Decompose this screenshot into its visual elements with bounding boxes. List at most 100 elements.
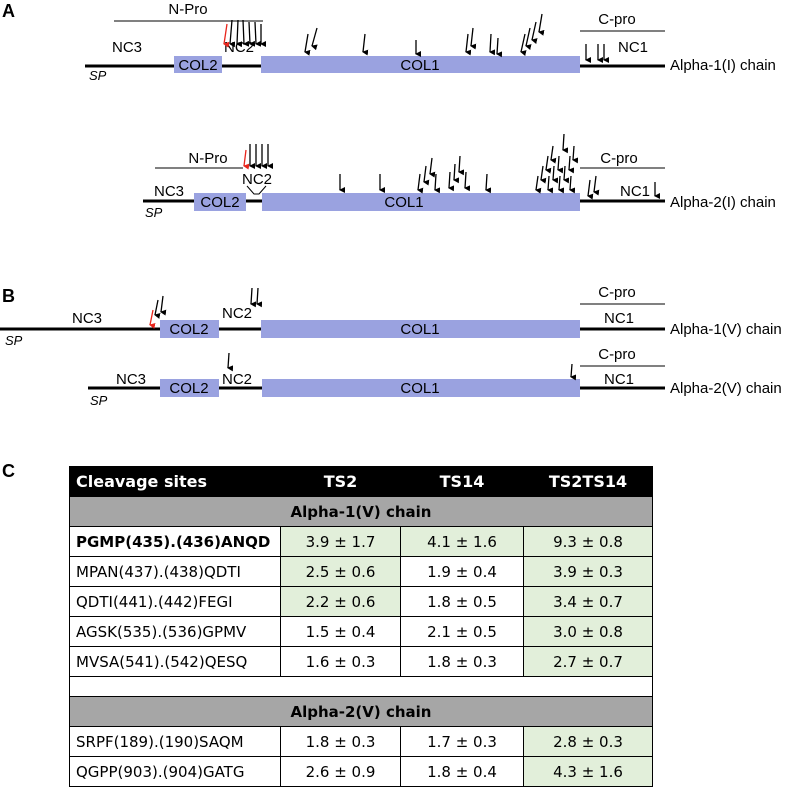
cleavage-arrow xyxy=(448,171,455,192)
ts2ts14-cell: 9.3 ± 0.8 xyxy=(523,526,653,557)
cleavage-arrows xyxy=(243,133,660,200)
nc1-label: NC1 xyxy=(604,310,634,327)
col1-domain xyxy=(262,193,580,211)
panel-letter-a: A xyxy=(2,1,15,21)
ts14-cell: 4.1 ± 1.6 xyxy=(400,526,524,557)
cleavage-arrow xyxy=(254,21,262,47)
ts2-cell: 1.6 ± 0.3 xyxy=(280,646,401,677)
cleavage-arrow xyxy=(531,21,538,45)
npro-label: N-Pro xyxy=(188,150,227,167)
table-row: PGMP(435).(436)ANQD 3.9 ± 1.7 4.1 ± 1.6 … xyxy=(69,526,653,557)
cleavage-arrow xyxy=(569,175,576,194)
cleavage-arrow xyxy=(362,33,369,56)
cleavage-arrow xyxy=(568,155,575,174)
nc2-label: NC2 xyxy=(222,305,252,322)
cleavage-arrow xyxy=(572,145,579,164)
table-row: MVSA(541).(542)QESQ 1.6 ± 0.3 1.8 ± 0.3 … xyxy=(69,646,653,677)
cleavage-arrow xyxy=(558,175,565,194)
chain-name: Alpha-2(V) chain xyxy=(670,380,782,397)
cleavage-arrow xyxy=(248,21,256,47)
cleavage-arrow xyxy=(465,33,472,56)
cleavage-arrow xyxy=(552,165,559,184)
col1-label: COL1 xyxy=(400,57,439,74)
col1-label: COL1 xyxy=(384,194,423,211)
col2-domain xyxy=(174,56,222,73)
sp-label: SP xyxy=(90,393,108,408)
cleavage-arrow xyxy=(160,295,167,316)
site-cell: PGMP(435).(436)ANQD xyxy=(69,526,281,557)
ts2-cell: 1.8 ± 0.3 xyxy=(280,726,401,757)
cleavage-arrow xyxy=(229,19,236,48)
col2-label: COL2 xyxy=(178,57,217,74)
cleavage-arrow xyxy=(464,171,471,192)
table-row: AGSK(535).(536)GPMV 1.5 ± 0.4 2.1 ± 0.5 … xyxy=(69,616,653,647)
cleavage-arrow xyxy=(570,363,577,381)
cleavage-arrows xyxy=(227,352,577,381)
chain-name: Alpha-1(I) chain xyxy=(670,57,776,74)
nc3-label: NC3 xyxy=(72,310,102,327)
ts2ts14-cell: 3.4 ± 0.7 xyxy=(523,586,653,617)
nc3-label: NC3 xyxy=(154,183,184,200)
cleavage-arrow xyxy=(562,133,569,154)
col1-domain xyxy=(261,320,580,338)
site-cell: QGPP(903).(904)GATG xyxy=(69,756,281,787)
ts14-cell: 1.8 ± 0.4 xyxy=(400,756,524,787)
nc1-label: NC1 xyxy=(620,183,650,200)
chain-name: Alpha-1(V) chain xyxy=(670,321,782,338)
spacer-cell xyxy=(69,676,653,697)
cleavage-arrow xyxy=(557,155,564,174)
nc1-label: NC1 xyxy=(604,371,634,388)
cleavage-arrow xyxy=(434,173,441,194)
cleavage-arrow xyxy=(563,165,570,184)
cleavage-arrow xyxy=(242,19,250,47)
sp-label: SP xyxy=(89,68,107,83)
npro-label: N-Pro xyxy=(168,1,207,18)
nc2-label: NC2 xyxy=(222,371,252,388)
ts2-cell: 2.2 ± 0.6 xyxy=(280,586,401,617)
ts2ts14-cell: 3.9 ± 0.3 xyxy=(523,556,653,587)
header-cleavage-sites: Cleavage sites xyxy=(69,466,281,497)
sp-label: SP xyxy=(5,333,23,348)
table-spacer-row xyxy=(69,676,653,697)
cleavage-arrow xyxy=(250,287,257,308)
ts14-cell: 1.7 ± 0.3 xyxy=(400,726,524,757)
cleavage-arrow xyxy=(540,165,547,184)
cleavage-arrow xyxy=(423,165,430,186)
cleavage-table-container: Cleavage sites TS2 TS14 TS2TS14 Alpha-1(… xyxy=(69,466,653,787)
col1-domain xyxy=(261,56,580,73)
chain-alpha1-I: N-Pro C-pro NC3 SP COL2 NC2 COL1 NC1 Alp… xyxy=(85,1,776,83)
cleavage-arrow xyxy=(593,175,600,196)
ts2-cell: 3.9 ± 1.7 xyxy=(280,526,401,557)
table-row: SRPF(189).(190)SAQM 1.8 ± 0.3 1.7 ± 0.3 … xyxy=(69,726,653,757)
section-title: Alpha-2(V) chain xyxy=(69,696,653,727)
cleavage-arrow xyxy=(311,27,318,51)
cpro-label: C-pro xyxy=(598,284,636,301)
nc3-label: NC3 xyxy=(116,371,146,388)
panel-letter-c: C xyxy=(2,461,15,481)
cleavage-arrow xyxy=(545,155,552,174)
col2-label: COL2 xyxy=(169,380,208,397)
site-cell: MPAN(437).(438)QDTI xyxy=(69,556,281,587)
cleavage-arrow xyxy=(485,173,492,194)
cleavage-table: Cleavage sites TS2 TS14 TS2TS14 Alpha-1(… xyxy=(69,466,653,787)
cleavage-arrow xyxy=(154,299,161,319)
cpro-label: C-pro xyxy=(598,346,636,363)
ts2-cell: 2.5 ± 0.6 xyxy=(280,556,401,587)
site-cell: MVSA(541).(542)QESQ xyxy=(69,646,281,677)
cleavage-arrow xyxy=(520,33,527,57)
cleavage-arrow xyxy=(236,19,243,48)
site-cell: QDTI(441).(442)FEGI xyxy=(69,586,281,617)
cleavage-arrow xyxy=(587,179,594,200)
table-row: QGPP(903).(904)GATG 2.6 ± 0.9 1.8 ± 0.4 … xyxy=(69,756,653,787)
cleavage-arrow-red xyxy=(223,23,230,48)
header-ts2ts14: TS2TS14 xyxy=(523,466,653,497)
nc3-label: NC3 xyxy=(112,39,142,56)
cleavage-arrow xyxy=(489,33,496,56)
cpro-label: C-pro xyxy=(598,11,636,28)
nc2-callout xyxy=(246,185,267,195)
section-header-alpha2-V: Alpha-2(V) chain xyxy=(69,696,653,727)
cleavage-arrows xyxy=(149,287,263,329)
cleavage-arrow xyxy=(429,157,436,178)
cleavage-arrow xyxy=(550,145,557,164)
